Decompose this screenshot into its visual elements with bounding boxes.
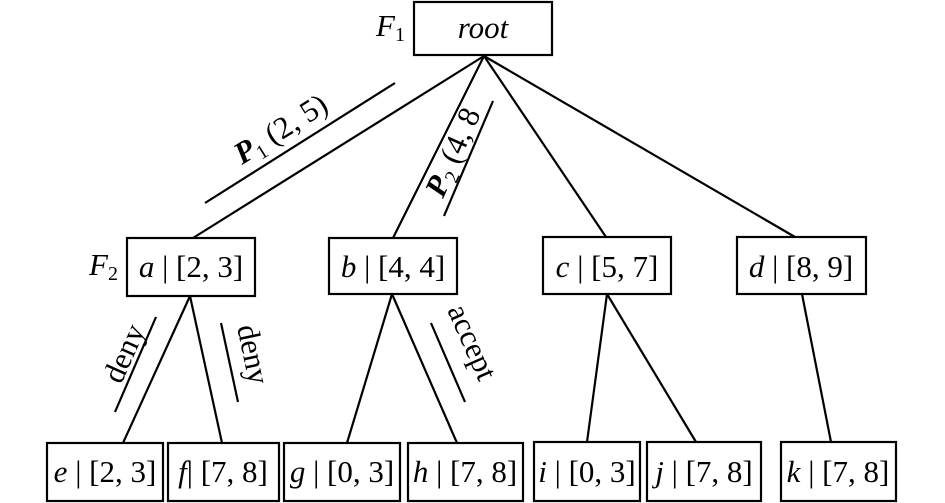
edge-a-e [121, 295, 192, 444]
deny-right-label: deny [230, 321, 277, 388]
node-d: d | [8, 9] [735, 235, 868, 296]
p2-label: P2 (4, 8 [417, 102, 491, 204]
edge-c-i [585, 293, 609, 443]
edge-label-lines [113, 82, 495, 413]
edges [121, 55, 833, 444]
node-i: i | [0, 3] [532, 440, 642, 503]
edge-root-b [392, 55, 485, 239]
edge-root-d [483, 55, 796, 238]
node-c-label: c | [5, 7] [556, 249, 659, 284]
node-j-label: j | [7, 8] [651, 454, 753, 489]
edge-root-c [483, 55, 607, 238]
node-j: j | [7, 8] [645, 440, 763, 503]
node-root-label: root [458, 10, 510, 45]
node-root: root [412, 0, 554, 57]
node-g: g | [0, 3] [282, 441, 402, 503]
node-k-label: k | [7, 8] [787, 454, 890, 489]
accept-label: accept [441, 299, 505, 386]
node-k: k | [7, 8] [779, 440, 898, 503]
node-e: e | [2, 3] [45, 441, 165, 503]
edge-b-h [390, 293, 459, 444]
node-b-label: b | [4, 4] [341, 249, 445, 284]
node-i-label: i | [0, 3] [538, 454, 636, 489]
node-e-label: e | [2, 3] [54, 454, 157, 489]
node-f-label: f| [7, 8] [178, 454, 268, 489]
node-f: f| [7, 8] [166, 441, 281, 503]
node-g-label: g | [0, 3] [290, 454, 394, 489]
p2-label-line [442, 100, 495, 217]
node-h: h | [7, 8] [406, 441, 525, 503]
deny-right-label-line [219, 322, 240, 403]
node-b: b | [4, 4] [327, 236, 459, 296]
level-label-f1: F1 [375, 8, 405, 46]
level-label-f2: F2 [88, 247, 118, 285]
edge-a-f [188, 295, 224, 444]
edge-d-k [800, 293, 833, 443]
edge-b-g [345, 293, 394, 444]
deny-left-label-line [113, 316, 158, 413]
edge-c-j [606, 293, 697, 443]
node-a-label: a | [2, 3] [139, 249, 243, 284]
deny-left-label: deny [95, 318, 152, 388]
node-d-label: d | [8, 9] [749, 249, 853, 284]
node-h-label: h | [7, 8] [413, 454, 517, 489]
p1-label-line [204, 82, 396, 204]
node-a: a | [2, 3] [125, 236, 257, 298]
accept-label-line [429, 322, 467, 403]
edge-root-a [192, 55, 485, 239]
node-c: c | [5, 7] [541, 235, 673, 296]
